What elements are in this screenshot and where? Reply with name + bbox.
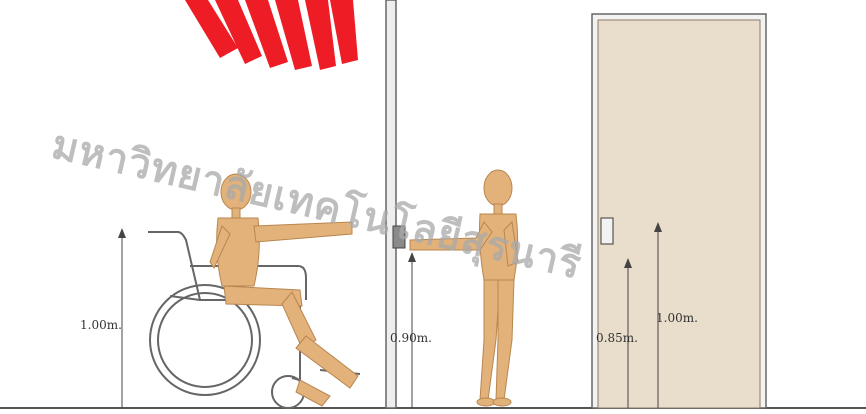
door-edge (385, 0, 406, 409)
label-handle-height-high: 1.00m. (656, 311, 698, 325)
seated-mannequin (209, 173, 359, 407)
university-logo (185, 0, 358, 70)
dim-line-handle-open (408, 252, 416, 408)
dim-line-wheelchair (118, 228, 126, 408)
dim-line-handle-low (624, 258, 632, 408)
door-front (591, 13, 767, 409)
label-handle-height-low: 0.85m. (596, 331, 638, 345)
standing-mannequin (409, 169, 519, 407)
dim-line-handle-high (654, 222, 662, 408)
label-wheelchair-reach: 1.00m. (80, 318, 122, 332)
label-handle-height-open: 0.90m. (390, 331, 432, 345)
